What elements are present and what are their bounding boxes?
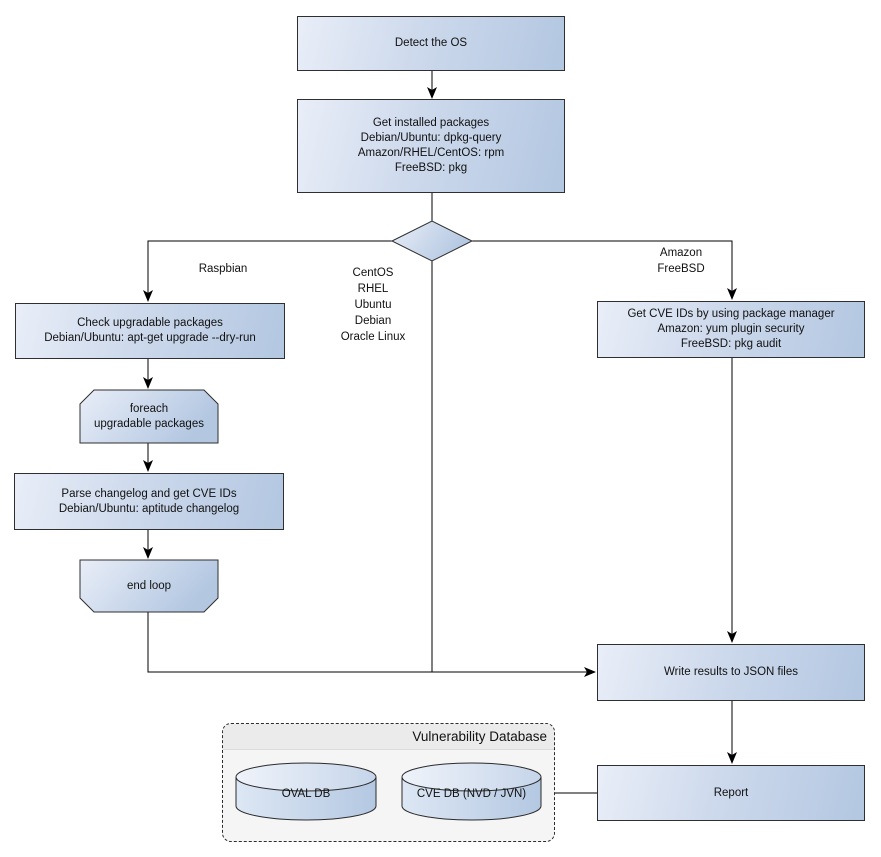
os-list-ubuntu: Ubuntu xyxy=(354,299,392,311)
node-parse-changelog-line2: Debian/Ubuntu: aptitude changelog xyxy=(58,502,240,515)
edge-label-amazon-freebsd: Amazon FreeBSD xyxy=(645,245,717,277)
edge-label-raspbian: Raspbian xyxy=(198,263,248,275)
node-write-results-label: Write results to JSON files xyxy=(664,666,798,678)
os-list-centos: CentOS xyxy=(352,267,394,279)
freebsd-label: FreeBSD xyxy=(657,263,705,275)
node-parse-changelog: Parse changelog and get CVE IDs Debian/U… xyxy=(14,473,284,530)
os-list-rhel: RHEL xyxy=(357,283,389,295)
node-report-label: Report xyxy=(713,786,749,799)
node-get-installed-line3: Amazon/RHEL/CentOS: rpm xyxy=(357,147,505,159)
node-get-installed-line4: FreeBSD: pkg xyxy=(394,162,468,174)
node-detect-os: Detect the OS xyxy=(297,16,565,71)
node-get-installed-packages: Get installed packages Debian/Ubuntu: dp… xyxy=(297,99,565,193)
foreach-line1: foreach xyxy=(129,402,169,415)
node-get-cve-line3: FreeBSD: pkg audit xyxy=(680,338,782,350)
end-loop-shape xyxy=(79,559,219,613)
foreach-loop-shape xyxy=(79,389,219,444)
node-parse-changelog-line1: Parse changelog and get CVE IDs xyxy=(61,487,237,500)
edge-endloop-to-write-results xyxy=(147,612,596,677)
foreach-loop-label: foreach upgradable packages xyxy=(80,390,218,443)
end-loop-line1: end loop xyxy=(126,579,172,592)
amazon-label: Amazon xyxy=(659,247,703,259)
vulnerability-database-group: Vulnerability Database xyxy=(222,723,555,842)
node-get-cve-line2: Amazon: yum plugin security xyxy=(657,323,805,335)
node-get-cve-line1: Get CVE IDs by using package manager xyxy=(627,308,835,320)
node-get-cve-ids-package-manager: Get CVE IDs by using package manager Ama… xyxy=(597,301,865,358)
foreach-line2: upgradable packages xyxy=(94,417,204,430)
os-list-oracle-linux: Oracle Linux xyxy=(340,331,406,343)
node-check-upgradable-packages: Check upgradable packages Debian/Ubuntu:… xyxy=(15,303,285,359)
decision-os-diamond xyxy=(390,220,474,262)
node-get-installed-line2: Debian/Ubuntu: dpkg-query xyxy=(360,132,502,144)
os-list-debian: Debian xyxy=(354,315,392,327)
node-detect-os-label: Detect the OS xyxy=(394,37,468,49)
node-check-upgradable-line2: Debian/Ubuntu: apt-get upgrade --dry-run xyxy=(44,332,256,344)
edge-label-os-list: CentOS RHEL Ubuntu Debian Oracle Linux xyxy=(330,265,416,345)
node-write-results-json: Write results to JSON files xyxy=(597,644,865,701)
node-check-upgradable-line1: Check upgradable packages xyxy=(77,317,223,329)
node-get-installed-line1: Get installed packages xyxy=(372,117,490,129)
vulnerability-database-title: Vulnerability Database xyxy=(223,724,554,750)
end-loop-label: end loop xyxy=(80,560,218,612)
node-report: Report xyxy=(597,765,865,821)
